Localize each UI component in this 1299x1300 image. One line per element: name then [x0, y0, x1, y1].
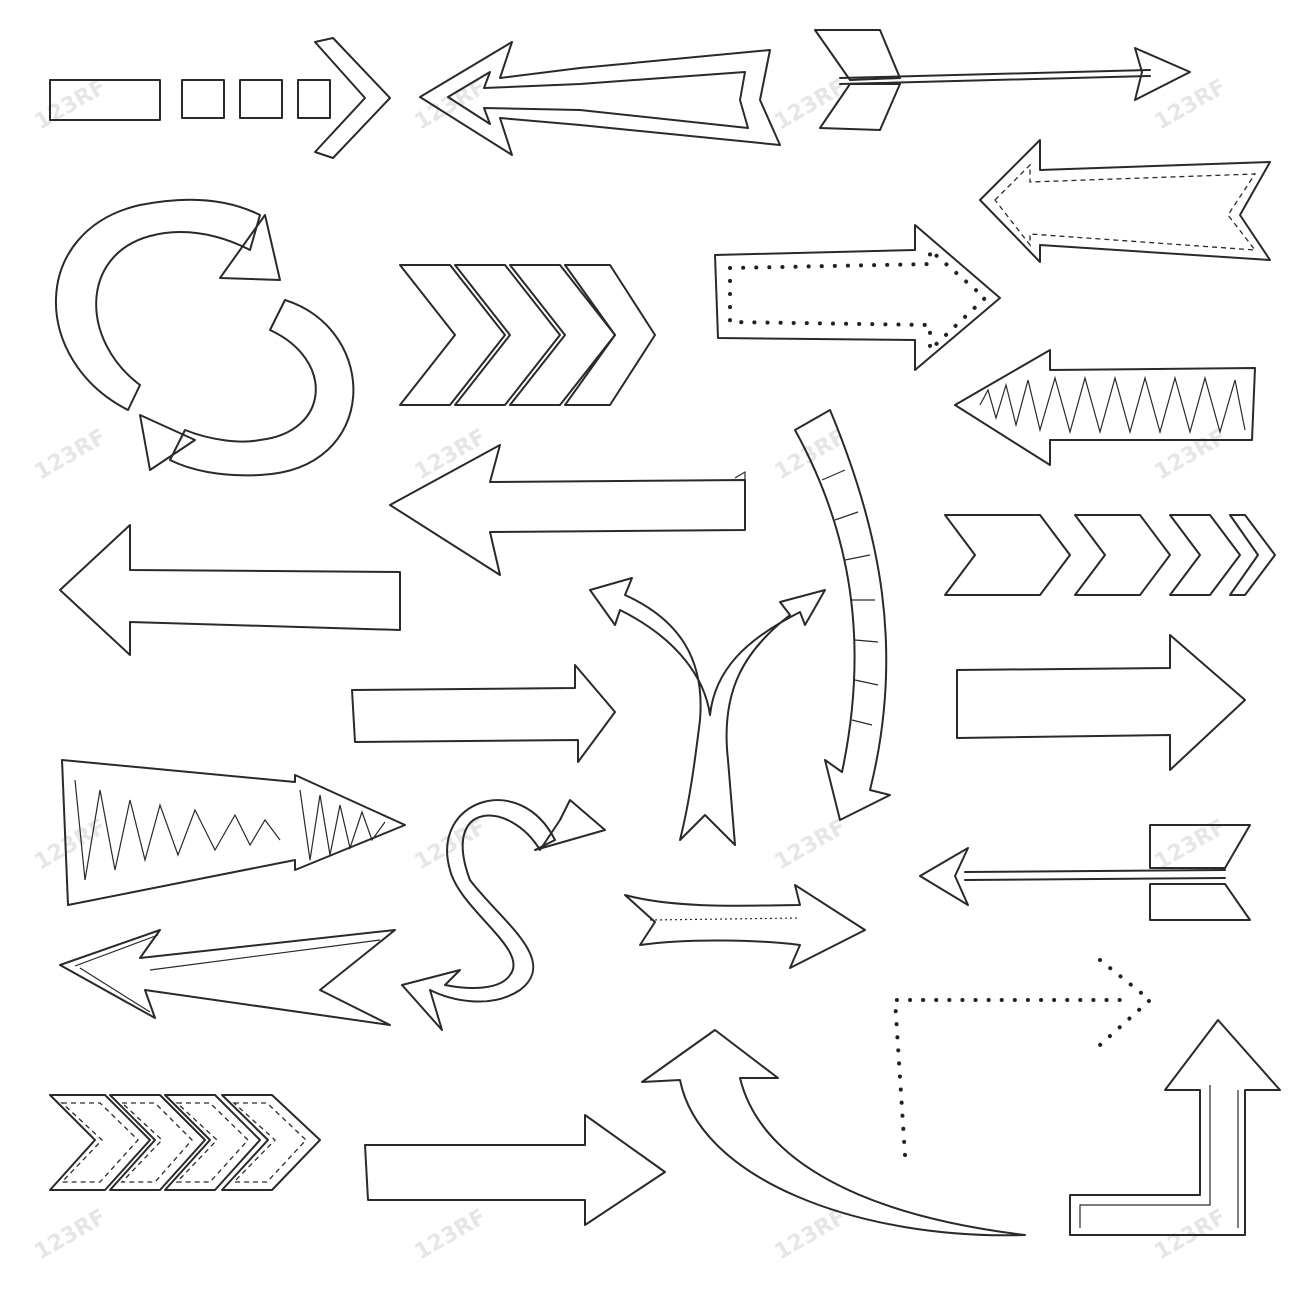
watermark-text: 123RF: [31, 425, 111, 486]
feathered-left-arrow: [919, 824, 1251, 921]
watermark-text: 123RF: [1151, 425, 1231, 486]
watermark-text: 123RF: [31, 815, 111, 876]
watermark-text: 123RF: [771, 1205, 851, 1266]
triangle-zigzag-arrow: [61, 759, 406, 906]
up-l-arrow: [1069, 1019, 1281, 1236]
feathered-right-arrow: [814, 29, 1191, 131]
hatched-left-arrow: [389, 444, 746, 576]
curved-up-arrow: [641, 1029, 1026, 1237]
watermark-text: 123RF: [771, 815, 851, 876]
watermark-text: 123RF: [411, 425, 491, 486]
scribbled-left-arrow: [59, 524, 401, 656]
circular-refresh-arrows: [54, 198, 355, 477]
dotted-right-arrow: [714, 224, 1001, 371]
stitched-chevrons: [49, 1094, 321, 1191]
diagonal-hatched-right-arrow: [956, 634, 1246, 771]
dashed-box-right-arrow: [49, 37, 391, 159]
watermark-text: 123RF: [411, 815, 491, 876]
outline-chevrons: [944, 514, 1276, 596]
watermark-text: 123RF: [31, 75, 111, 136]
crosshatched-right-arrow: [351, 664, 616, 763]
watermark-text: 123RF: [771, 75, 851, 136]
watermark-text: 123RF: [31, 1205, 111, 1266]
zigzag-left-arrow: [954, 349, 1256, 466]
s-curve-arrow: [401, 799, 606, 1031]
sketchy-left-arrow: [59, 929, 396, 1026]
curved-right-arrow: [624, 884, 866, 969]
curved-down-arrow: [794, 409, 891, 821]
watermark-text: 123RF: [411, 75, 491, 136]
watermark-text: 123RF: [1151, 75, 1231, 136]
watermark-text: 123RF: [411, 1205, 491, 1266]
outlined-left-arrow: [419, 41, 781, 156]
hatched-chevrons: [399, 264, 656, 406]
watermark-text: 123RF: [1151, 815, 1231, 876]
crosshatched-right-arrow-2: [364, 1114, 666, 1226]
stitched-left-arrow: [979, 139, 1271, 263]
split-y-arrow: [589, 577, 826, 846]
dotted-l-arrow: [892, 958, 1154, 1157]
